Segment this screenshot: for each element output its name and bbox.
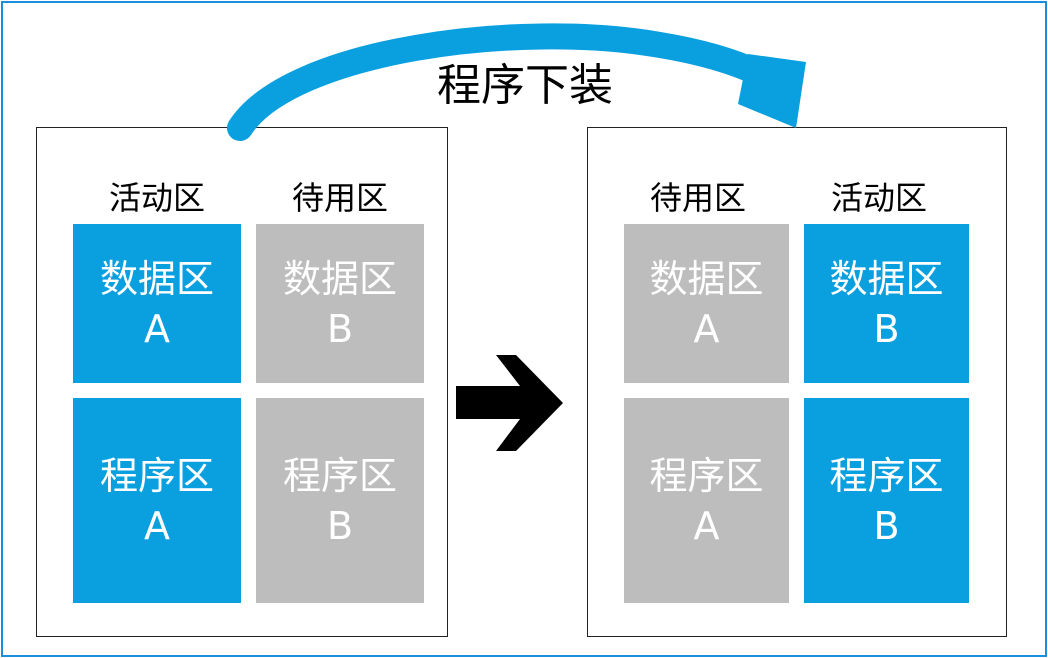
block-name: 程序区 [649, 453, 764, 498]
curved-arrow-icon [227, 23, 806, 141]
block-letter: A [693, 503, 720, 548]
block-letter: A [144, 503, 170, 548]
block-name: 程序区 [829, 453, 944, 498]
left-data-area-a: 数据区 A [73, 224, 241, 383]
block-name: 数据区 [282, 256, 397, 301]
right-data-area-b: 数据区 B [804, 224, 969, 383]
left-program-area-a: 程序区 A [73, 398, 241, 603]
block-letter: B [873, 306, 900, 351]
panel-before: 活动区 待用区 数据区 A 数据区 B 程序区 A 程序区 B [36, 127, 448, 637]
block-name: 程序区 [282, 453, 397, 498]
block-letter: A [693, 306, 720, 351]
right-col1-label: 待用区 [649, 179, 746, 217]
block-letter: A [144, 306, 170, 351]
diagram-title: 程序下装 [437, 60, 613, 111]
left-data-area-b: 数据区 B [256, 224, 424, 383]
block-letter: B [873, 503, 900, 548]
right-program-area-a: 程序区 A [624, 398, 789, 603]
right-arrow-icon [456, 355, 563, 451]
block-name: 数据区 [829, 256, 944, 301]
panel-after: 待用区 活动区 数据区 A 数据区 B 程序区 A 程序区 B [587, 127, 1007, 637]
left-col1-label: 活动区 [108, 179, 205, 217]
block-name: 程序区 [99, 453, 214, 498]
block-name: 数据区 [649, 256, 764, 301]
left-program-area-b: 程序区 B [256, 398, 424, 603]
right-data-area-a: 数据区 A [624, 224, 789, 383]
left-col2-label: 待用区 [291, 179, 388, 217]
right-program-area-b: 程序区 B [804, 398, 969, 603]
block-letter: B [326, 306, 354, 351]
block-name: 数据区 [99, 256, 214, 301]
block-letter: B [326, 503, 354, 548]
right-col2-label: 活动区 [830, 179, 927, 217]
